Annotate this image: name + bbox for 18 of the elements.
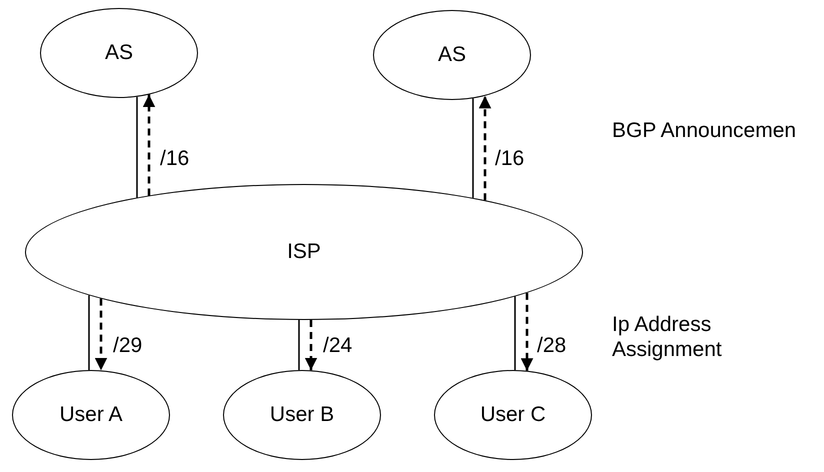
arrow	[478, 96, 492, 200]
connector-line	[88, 295, 90, 370]
side-note: BGP Announcemen	[612, 118, 798, 144]
side-note: Ip Address Assignment	[612, 312, 723, 362]
connector-line	[472, 98, 474, 198]
arrow	[520, 292, 534, 371]
node-label: AS	[438, 43, 466, 67]
arrow	[304, 320, 318, 370]
connector-line	[514, 296, 516, 370]
node-label: AS	[104, 41, 133, 65]
arrow	[94, 298, 108, 370]
connector-line	[298, 320, 300, 370]
arrow	[142, 94, 156, 196]
connector-line	[136, 96, 138, 198]
node-label: User B	[270, 403, 334, 427]
node-label: ISP	[287, 240, 321, 264]
node-label: User C	[480, 403, 546, 427]
node-label: User A	[59, 403, 123, 427]
